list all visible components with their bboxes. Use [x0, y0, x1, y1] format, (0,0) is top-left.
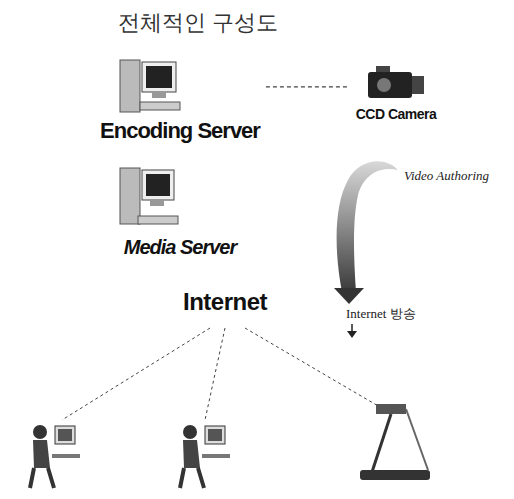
node-label: Encoding Server: [100, 118, 260, 144]
network-node: Internet: [179, 288, 271, 318]
user-icon: [30, 425, 80, 488]
camera-icon: [368, 66, 424, 98]
network-line: [62, 328, 385, 420]
server-node: Encoding Server: [96, 58, 264, 146]
node-label: Internet: [183, 288, 267, 316]
node-label: Media Server: [124, 236, 237, 259]
annotation-label: Video Authoring: [404, 168, 489, 184]
dashed-connector: [266, 86, 350, 87]
diagram-title: 전체적인 구성도: [118, 8, 278, 38]
computer-icon: [120, 60, 180, 112]
node-label: CCD Camera: [356, 106, 437, 122]
computer-icon: [120, 168, 178, 224]
user-icon: [180, 425, 230, 488]
server-node: Media Server: [120, 164, 241, 261]
annotation-label: Internet 방송: [346, 305, 416, 323]
device-icon: [360, 404, 430, 480]
camera-node: CCD Camera: [352, 62, 441, 124]
